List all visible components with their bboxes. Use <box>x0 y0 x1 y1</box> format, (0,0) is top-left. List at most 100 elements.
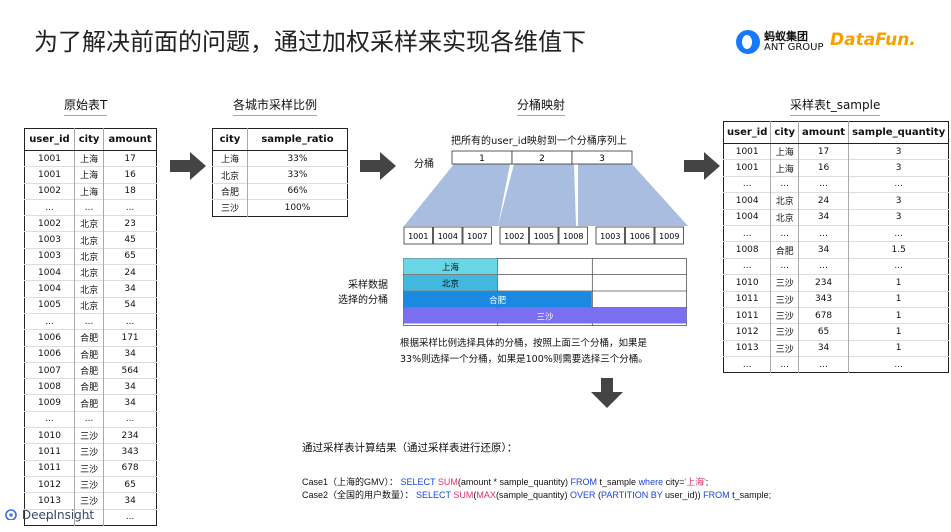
table-cell: 65 <box>798 323 849 341</box>
table-cell: 1008 <box>24 378 75 395</box>
bucket-id: 1002 <box>504 232 524 241</box>
table-cell: 1004 <box>24 264 75 281</box>
bucket-id-cell <box>625 226 655 245</box>
table-cell: ... <box>848 175 949 193</box>
sql-keyword: where <box>638 477 664 487</box>
table-cell: 合肥 <box>212 182 248 200</box>
sql-keyword: SELECT <box>400 477 436 487</box>
table-cell: 上海 <box>212 149 248 167</box>
table-cell: 1011 <box>24 459 75 477</box>
note-line2: 33%则选择一个分桶，如果是100%则需要选择三个分桶。 <box>400 354 648 365</box>
table-cell: ... <box>848 224 949 242</box>
bucket-id: 1001 <box>408 232 428 241</box>
table-cell: 北京 <box>770 208 799 226</box>
table-cell: 1003 <box>24 247 75 265</box>
table-cell: 34 <box>103 378 157 395</box>
bucket-id-cell <box>654 226 684 245</box>
bucket-number: 1 <box>479 154 485 164</box>
table-cell: 1013 <box>723 339 771 357</box>
table-cell: ... <box>73 198 104 216</box>
table-cell: 三沙 <box>770 274 799 292</box>
table-cell: 1007 <box>24 361 75 379</box>
bucket-id: 1007 <box>467 232 487 241</box>
table-cell: ... <box>798 175 849 193</box>
table-cell: 17 <box>103 149 157 167</box>
table-cell: 65 <box>103 475 157 493</box>
table-cell: ... <box>24 198 75 216</box>
column-header: sample_quantity <box>848 121 949 144</box>
table-cell: 1012 <box>24 475 75 493</box>
table-cell: 合肥 <box>73 361 104 379</box>
table-cell: 33% <box>246 166 348 184</box>
table-cell: 16 <box>798 159 849 177</box>
table-cell: 1 <box>848 323 949 341</box>
bucket-id-cell <box>433 226 463 245</box>
table-cell: ... <box>24 508 75 526</box>
table-cell: 1011 <box>723 306 771 324</box>
table-cell: 北京 <box>73 231 104 249</box>
sql-cases: Case1（上海的GMV）： SELECT SUM(amount * sampl… <box>302 476 771 502</box>
table-cell: 1 <box>848 339 949 357</box>
column-header: user_id <box>723 121 771 144</box>
bar-label: 三沙 <box>536 312 554 322</box>
table-cell: ... <box>770 356 799 373</box>
table-cell: 1 <box>848 274 949 292</box>
table-row: ............ <box>723 356 949 373</box>
side-label-line2: 选择的分桶 <box>338 295 388 306</box>
down-arrow-icon <box>591 378 623 408</box>
bucket-id-cell <box>403 226 433 245</box>
table-cell: 上海 <box>770 159 799 177</box>
table-cell: 45 <box>103 231 157 249</box>
table-cell: 100% <box>246 199 348 217</box>
calc-title: 通过采样表计算结果（通过采样表进行还原）： <box>302 442 518 454</box>
table-cell: 1013 <box>24 492 75 510</box>
column-header: city <box>212 128 248 151</box>
table-cell: 上海 <box>770 142 799 160</box>
table-cell: 564 <box>103 361 157 379</box>
bucket-number: 2 <box>539 154 545 164</box>
table-cell: 1003 <box>24 231 75 249</box>
sql-string: '上海' <box>684 477 706 487</box>
bucket-label: 分桶 <box>414 159 434 170</box>
sql-keyword: FROM <box>570 477 598 487</box>
table-cell: 三沙 <box>73 443 104 461</box>
table-cell: 3 <box>848 208 949 226</box>
ant-logo-icon <box>736 30 760 54</box>
table-cell: 1012 <box>723 323 771 341</box>
table-cell: 三沙 <box>770 290 799 308</box>
bucket-bar <box>403 275 498 291</box>
table-cell: 1009 <box>24 394 75 412</box>
bucket-id-cell <box>462 226 492 245</box>
bucket-id-cell <box>558 226 588 245</box>
table-row: ............ <box>723 257 949 275</box>
bucket-id: 1009 <box>659 232 679 241</box>
sql-col: user_id)) <box>662 490 701 500</box>
section-mapping: 分桶映射 <box>517 96 566 116</box>
sql-expr: (sample_quantity) <box>495 490 568 500</box>
table-cell: ... <box>848 257 949 275</box>
table-cell: 24 <box>103 264 157 281</box>
case1-prefix: Case1（上海的GMV）： <box>302 477 399 487</box>
right-arrow-icon <box>360 152 396 180</box>
mapping-title: 把所有的user_id映射到一个分桶序列上 <box>451 136 627 147</box>
table-cell: 34 <box>798 241 849 259</box>
table-cell: 234 <box>798 274 849 292</box>
table-row: ......... <box>24 508 157 526</box>
ant-logo-cn: 蚂蚁集团 <box>764 30 808 43</box>
table-cell: 17 <box>798 142 849 160</box>
table-cell: ... <box>723 257 771 275</box>
table-cell: 上海 <box>73 182 104 200</box>
